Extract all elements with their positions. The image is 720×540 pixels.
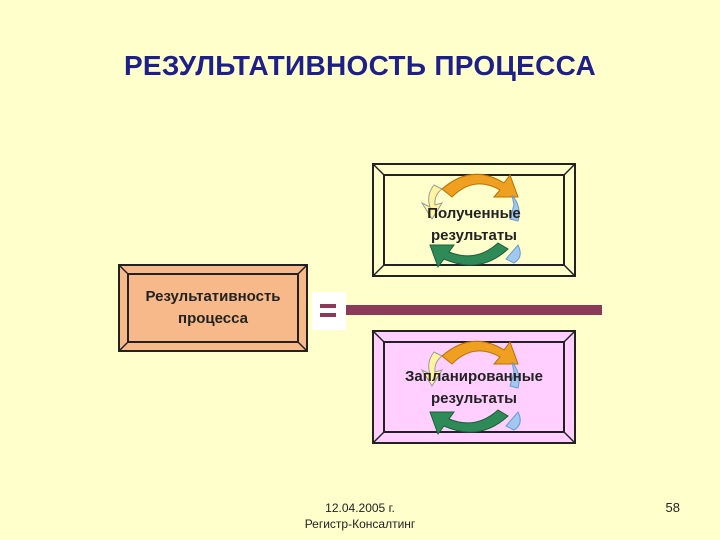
fraction-bar xyxy=(346,305,602,315)
footer-company: Регистр-Консалтинг xyxy=(304,517,416,531)
planned-label-2: результаты xyxy=(430,390,517,407)
planned-label-1: Запланированные xyxy=(405,368,543,385)
page-number: 58 xyxy=(665,500,680,515)
effectiveness-frame xyxy=(118,264,308,352)
effectiveness-box: Результативность процесса xyxy=(118,264,308,352)
footer-date: 12.04.2005 г. xyxy=(325,501,395,515)
cycle-arrows-icon-2 xyxy=(420,340,521,436)
slide-footer: 12.04.2005 г. Регистр-Консалтинг xyxy=(260,500,460,532)
obtained-results-box: Полученные результаты xyxy=(372,163,576,277)
slide-title: РЕЗУЛЬТАТИВНОСТЬ ПРОЦЕССА xyxy=(123,50,597,81)
equals-sign xyxy=(312,292,346,330)
cycle-arrows-icon xyxy=(420,173,521,269)
obtained-label-2: результаты xyxy=(430,227,517,244)
obtained-label-1: Полученные xyxy=(427,205,521,222)
effectiveness-label-2: процесса xyxy=(178,310,248,327)
planned-results-box: Запланированные результаты xyxy=(372,330,576,444)
effectiveness-label-1: Результативность xyxy=(145,288,281,305)
